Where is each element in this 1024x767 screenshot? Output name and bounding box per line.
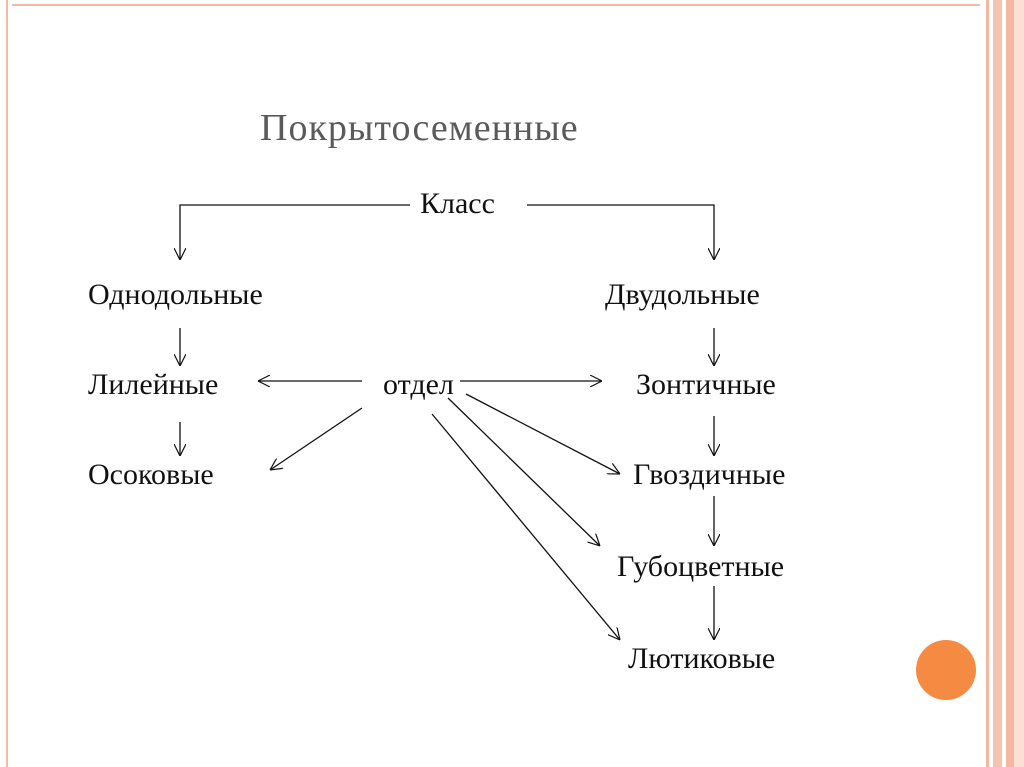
arrow-class-to-monocots — [180, 204, 410, 260]
node-liliaceae: Лилейные — [88, 368, 219, 401]
arrow-department-to-sedges — [270, 407, 363, 470]
orange-circle-decoration — [916, 640, 976, 700]
top-border-line — [0, 0, 1024, 8]
arrow-department-to-buttercups — [431, 413, 620, 640]
node-umbelliferae: Зонтичные — [636, 368, 776, 401]
arrow-department-to-lamiaceae — [447, 397, 600, 546]
node-class: Класс — [420, 187, 495, 220]
node-lamiaceae: Губоцветные — [617, 550, 785, 583]
node-department: отдел — [383, 368, 454, 401]
slide-title: Покрытосеменные — [260, 107, 579, 149]
decorative-stripes — [980, 0, 1024, 767]
node-dicots: Двудольные — [605, 278, 760, 311]
arrow-class-to-dicots — [527, 204, 714, 260]
node-monocots: Однодольные — [88, 278, 263, 311]
arrow-department-to-carnations — [465, 393, 620, 474]
node-buttercups: Лютиковые — [628, 642, 776, 675]
node-carnations: Гвоздичные — [633, 458, 786, 491]
left-border-line — [0, 0, 12, 767]
node-sedges: Осоковые — [88, 458, 214, 491]
